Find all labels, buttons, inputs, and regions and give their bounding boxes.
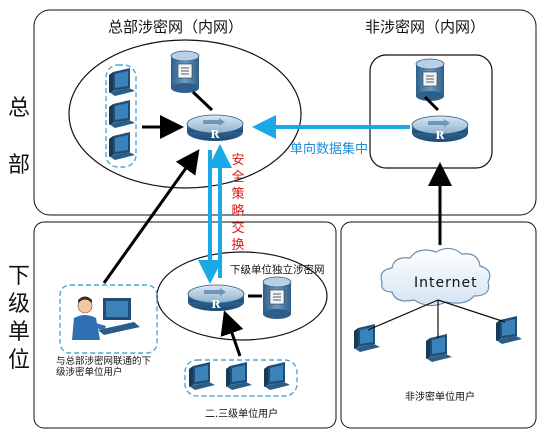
ns-user-pc-icon bbox=[354, 324, 380, 352]
side-label-sub-3: 单 bbox=[8, 320, 31, 345]
internet-cloud-icon bbox=[380, 247, 491, 307]
sub-server-icon bbox=[262, 276, 292, 320]
connected-user-group bbox=[59, 284, 158, 354]
non-secret-title: 非涉密网（内网） bbox=[365, 18, 486, 36]
hq-pc-icon bbox=[109, 100, 135, 128]
side-label-sub-2: 级 bbox=[8, 292, 31, 317]
hq-router-icon bbox=[186, 114, 244, 142]
sub-secret-ellipse bbox=[156, 251, 328, 341]
hq-secret-ellipse bbox=[68, 39, 302, 189]
arrow-third-to-sub bbox=[220, 310, 244, 357]
third-level-pc-icon bbox=[264, 362, 290, 390]
side-label-hq-2: 部 bbox=[8, 153, 31, 178]
third-level-label: 二.三级单位用户 bbox=[205, 409, 279, 420]
ns-router-icon bbox=[411, 115, 469, 143]
hq-server-icon bbox=[170, 50, 200, 94]
non-secret-user-label: 非涉密单位用户 bbox=[405, 392, 475, 403]
side-label-sub-1: 下 bbox=[8, 264, 31, 289]
side-label-sub-4: 位 bbox=[8, 348, 31, 373]
hq-secret-title: 总部涉密网（内网） bbox=[108, 18, 244, 36]
connected-user-icon bbox=[72, 296, 140, 340]
hq-frame bbox=[33, 9, 537, 216]
ns-user-pc-icon bbox=[426, 334, 452, 362]
line-server-router bbox=[191, 90, 214, 112]
third-level-group bbox=[184, 359, 298, 397]
sub-frame bbox=[33, 221, 337, 429]
side-label-hq-1: 总 bbox=[8, 96, 31, 121]
internet-label: Internet bbox=[414, 275, 478, 291]
arrow-user-to-hq bbox=[102, 149, 200, 284]
sub-router-icon bbox=[187, 284, 245, 312]
hq-pc-icon bbox=[109, 68, 135, 96]
connected-user-label: 与总部涉密网联通的下级涉密单位用户 bbox=[56, 356, 152, 378]
hq-pc-group bbox=[105, 64, 137, 168]
line-ns-server-router bbox=[423, 95, 440, 112]
hq-pc-icon bbox=[109, 132, 135, 160]
ns-server-icon bbox=[415, 58, 445, 102]
sub-network-label: 下级单位独立涉密网 bbox=[230, 264, 325, 276]
third-level-pc-icon bbox=[226, 362, 252, 390]
one-way-label: 单向数据集中 bbox=[290, 142, 369, 157]
third-level-pc-icon bbox=[189, 362, 215, 390]
security-policy-label: 安全策略交换 bbox=[231, 153, 245, 253]
